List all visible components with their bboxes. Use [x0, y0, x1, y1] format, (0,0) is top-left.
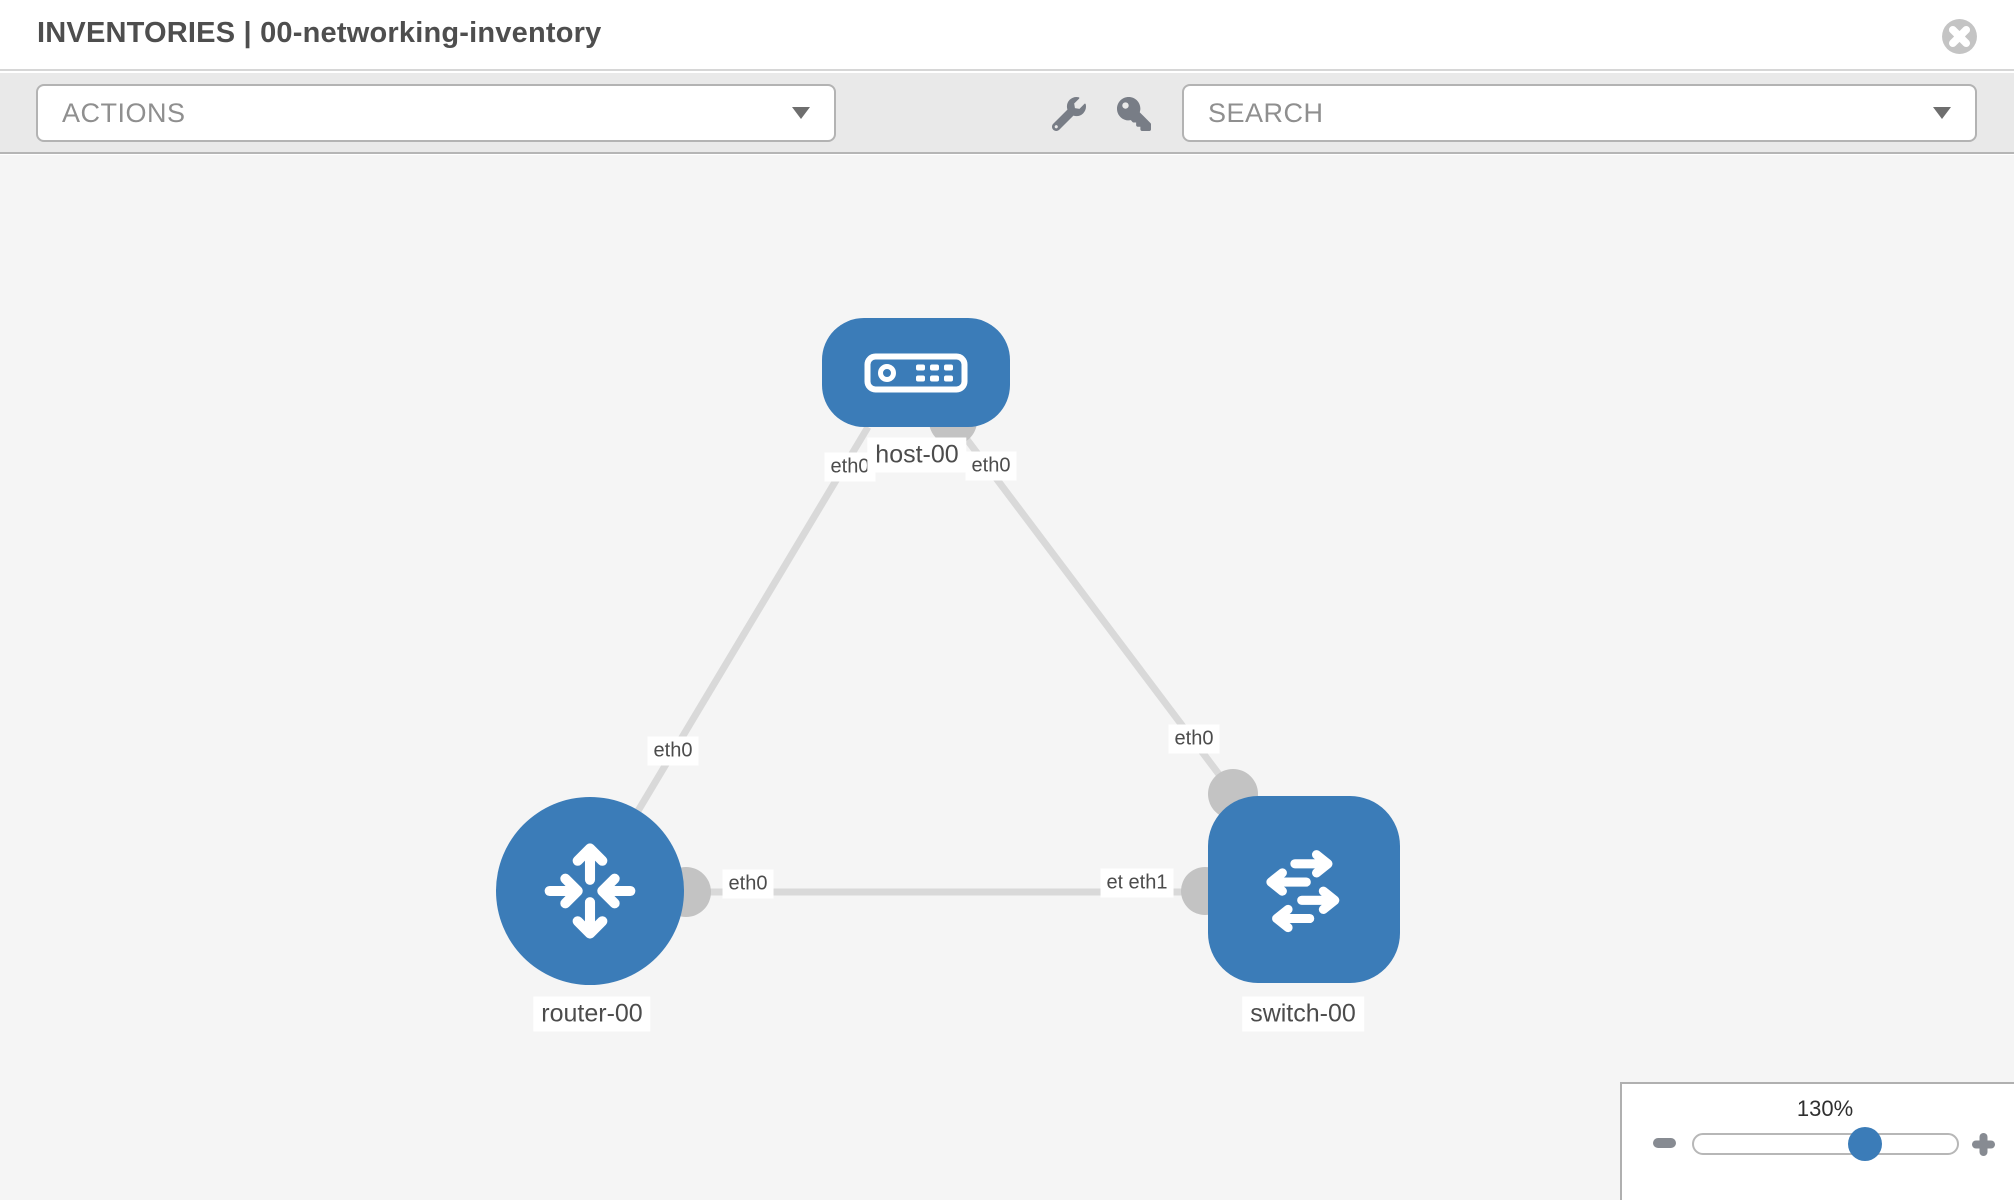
zoom-slider-track[interactable]	[1692, 1133, 1959, 1155]
key-icon[interactable]	[1117, 97, 1151, 131]
zoom-out-minus-icon[interactable]	[1653, 1138, 1676, 1148]
actions-dropdown[interactable]: ACTIONS	[36, 84, 836, 142]
node-label-router[interactable]: router-00	[533, 996, 651, 1032]
wrench-icon[interactable]	[1052, 97, 1086, 131]
iface-label-switch-left: eth1	[1122, 868, 1174, 898]
router-icon	[544, 843, 636, 939]
zoom-level: 130%	[1796, 1096, 1854, 1121]
page-title: INVENTORIES | 00-networking-inventory	[37, 17, 602, 49]
switch-icon	[1266, 849, 1340, 932]
node-host-00[interactable]	[822, 318, 1010, 427]
chevron-down-icon	[1933, 107, 1951, 119]
iface-label-switch-top: eth0	[1168, 724, 1220, 754]
iface-label-router-right: eth0	[722, 869, 774, 899]
iface-label-host-left: eth0	[824, 452, 876, 482]
close-icon[interactable]	[1941, 18, 1978, 55]
iface-label-router-top: eth0	[647, 736, 699, 766]
search-placeholder: SEARCH	[1208, 97, 1324, 128]
topology-canvas[interactable]: host-00 router-00 switch-00 eth0 eth0 et…	[0, 155, 2014, 1200]
node-router-00[interactable]	[496, 797, 684, 985]
host-icon	[864, 353, 968, 392]
toolbar: ACTIONS SEARCH	[0, 73, 2014, 154]
search-input[interactable]: SEARCH	[1182, 84, 1977, 142]
iface-label-host-right: eth0	[965, 451, 1017, 481]
zoom-panel: 130%	[1620, 1082, 2014, 1200]
node-label-host[interactable]: host-00	[867, 437, 967, 473]
topology-links-layer	[586, 397, 1304, 917]
zoom-in-plus-icon[interactable]	[1970, 1131, 1997, 1158]
panel-header: INVENTORIES | 00-networking-inventory	[0, 0, 2014, 71]
chevron-down-icon	[792, 107, 810, 119]
actions-dropdown-label: ACTIONS	[62, 97, 186, 128]
zoom-slider-thumb[interactable]	[1848, 1127, 1882, 1161]
node-label-switch[interactable]: switch-00	[1242, 996, 1364, 1032]
node-switch-00[interactable]	[1208, 796, 1400, 983]
